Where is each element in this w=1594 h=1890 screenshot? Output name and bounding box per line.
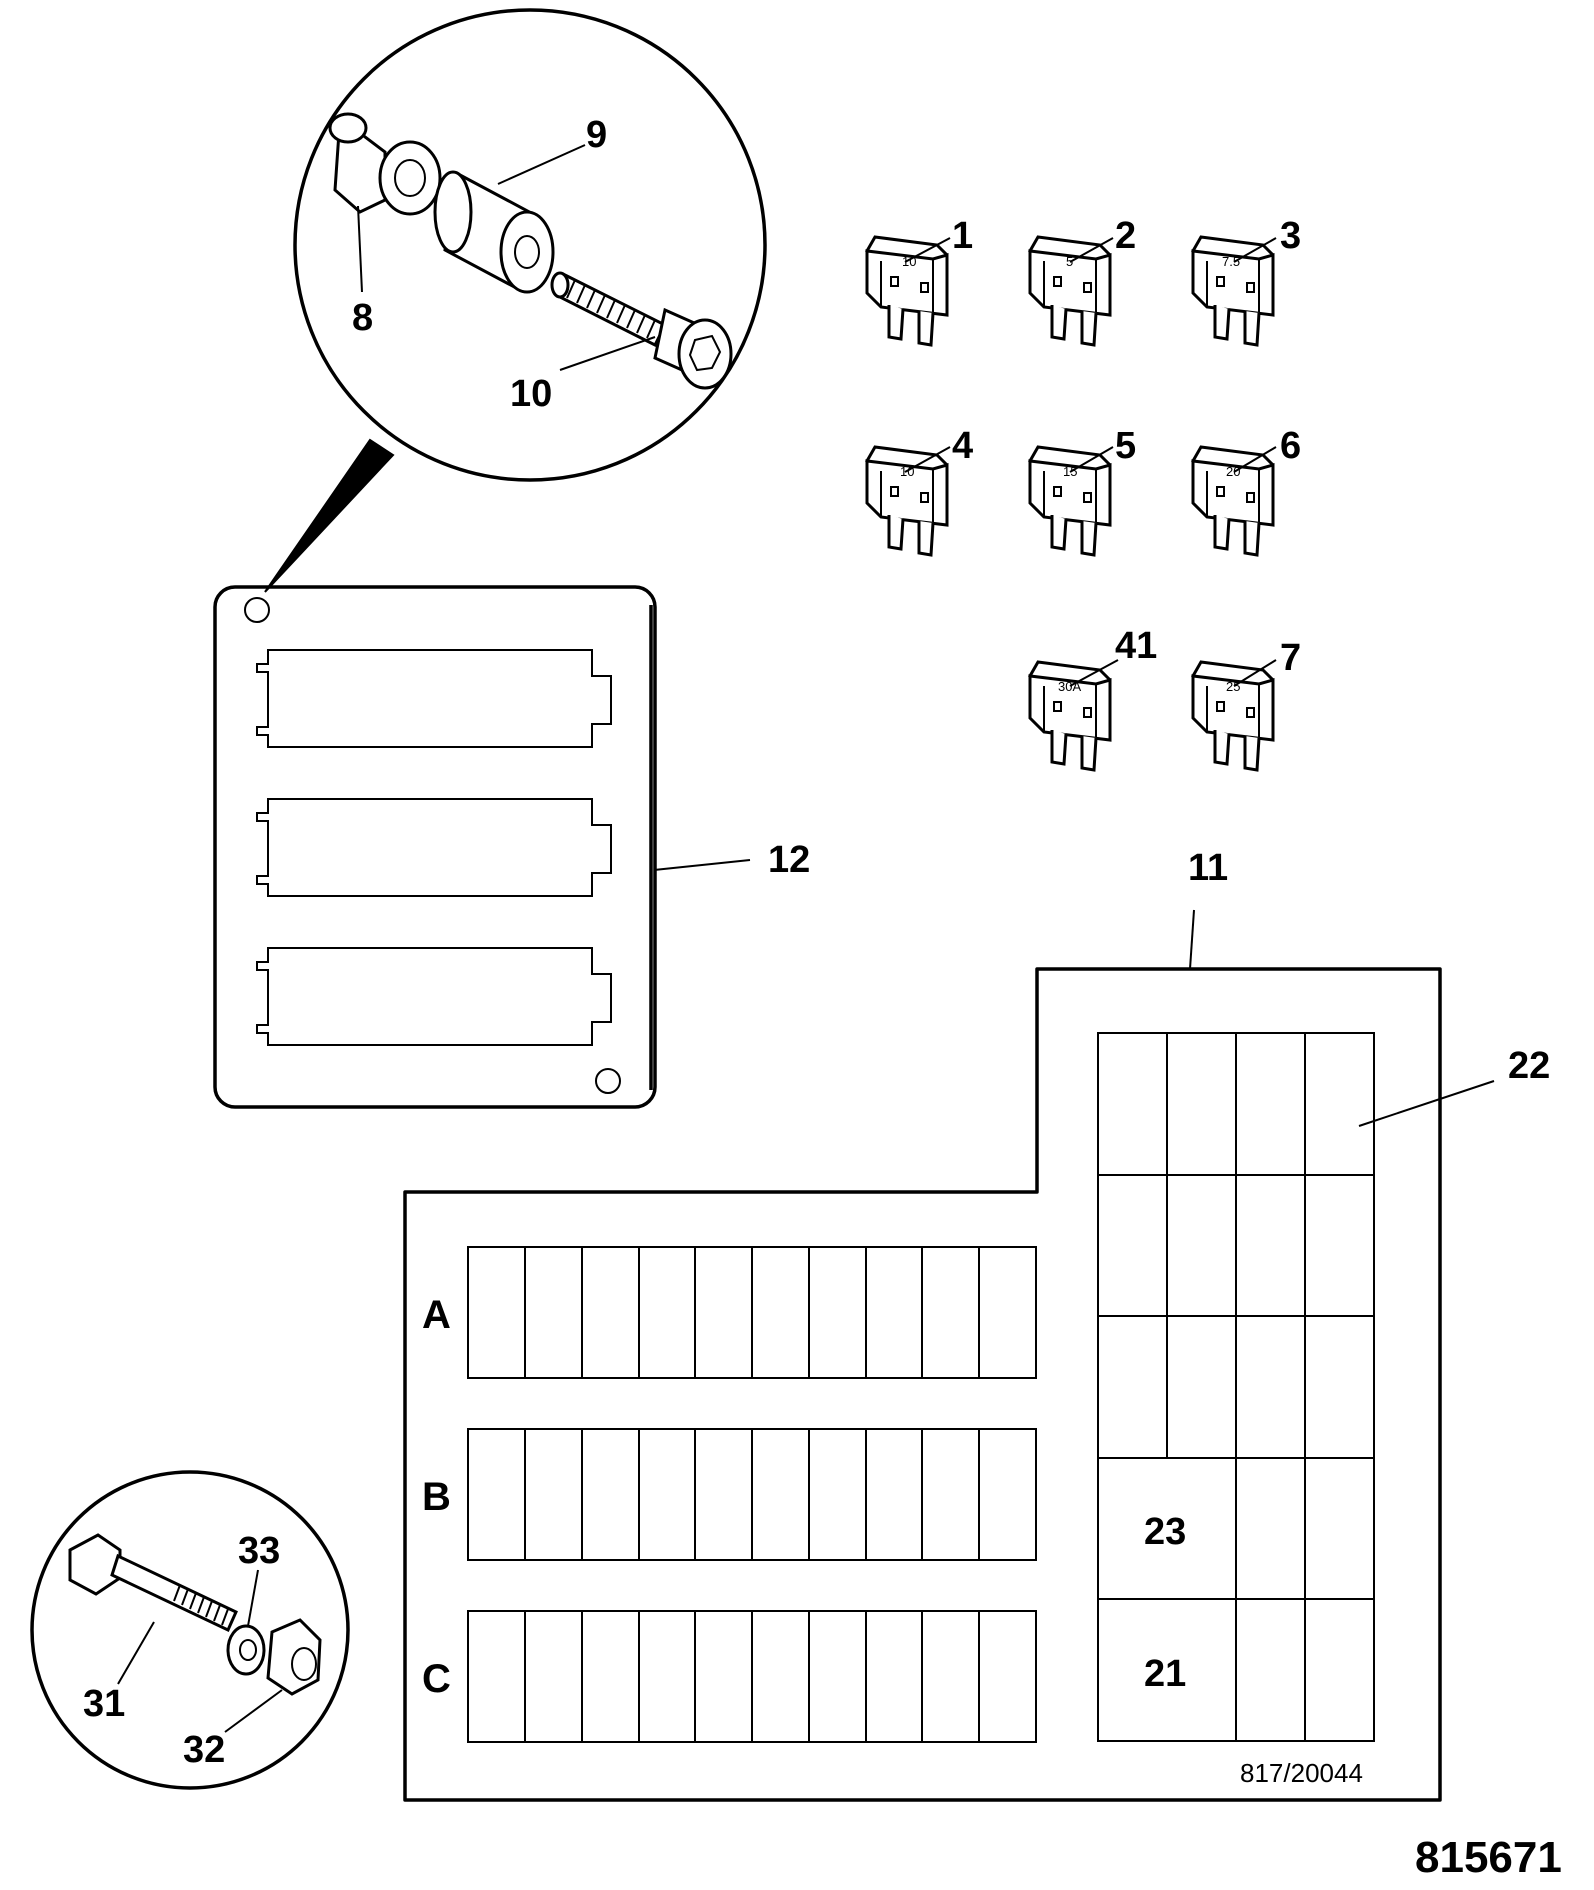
callout-1: 1: [952, 215, 973, 257]
fuse-2: 5 2: [1028, 215, 1136, 347]
fuse-holder-housing: 12: [213, 585, 810, 1109]
callout-11: 11: [1188, 847, 1228, 889]
callout-5: 5: [1115, 425, 1136, 467]
cap-screw-icon: [550, 271, 733, 390]
callout-41: 41: [1115, 625, 1157, 667]
callout-33: 33: [238, 1530, 280, 1572]
callout-23: 23: [1144, 1511, 1186, 1553]
fuse-row-a: A: [422, 1246, 1037, 1379]
fuse-4: 10 4: [865, 425, 973, 557]
fuse-3: 7.5 3: [1191, 215, 1301, 347]
callout-4: 4: [952, 425, 973, 467]
fuse-rating: 7.5: [1222, 254, 1240, 269]
row-label-b: B: [422, 1475, 451, 1519]
hex-bolt-icon: [68, 1533, 238, 1633]
mounting-hole-icon: [595, 1068, 621, 1094]
fuse-row-c: C: [422, 1610, 1037, 1743]
row-label-a: A: [422, 1293, 451, 1337]
fuse-6: 20 6: [1191, 425, 1301, 557]
callout-32: 32: [183, 1729, 225, 1771]
callout-2: 2: [1115, 215, 1136, 257]
fuse-rating: 25: [1226, 679, 1240, 694]
fuse-1: 10 1: [865, 215, 973, 347]
flanged-bush-icon: [328, 112, 442, 216]
callout-21: 21: [1144, 1653, 1186, 1695]
fuse-5: 15 5: [1028, 425, 1136, 557]
callout-7: 7: [1280, 637, 1301, 679]
fuse-7: 25 7: [1191, 637, 1301, 772]
row-label-c: C: [422, 1657, 451, 1701]
relay-grid: 22 23 21: [1097, 1032, 1550, 1742]
washer-icon: [226, 1624, 266, 1676]
callout-9: 9: [586, 114, 607, 156]
fuse-row-b: B: [422, 1428, 1037, 1561]
callout-6: 6: [1280, 425, 1301, 467]
blade-fuse-set: 10 1 5 2 7.5 3 10 4 15 5: [865, 215, 1301, 772]
bolt-detail-circle: 31 33 32: [30, 1470, 350, 1790]
callout-8: 8: [352, 297, 373, 339]
hex-nut-icon: [266, 1618, 322, 1696]
callout-12: 12: [768, 839, 810, 881]
fuse-board: 11 A B C 22 23 21 817/20044: [403, 847, 1550, 1802]
fuse-rating: 20: [1226, 464, 1240, 479]
spacer-detail-circle: 8 9 10: [264, 8, 767, 593]
drawing-reference: 817/20044: [1240, 1758, 1363, 1788]
callout-22: 22: [1508, 1045, 1550, 1087]
fuse-rating: 5: [1066, 254, 1073, 269]
callout-31: 31: [83, 1683, 125, 1725]
figure-number: 815671: [1415, 1833, 1562, 1882]
mounting-hole-icon: [244, 597, 270, 623]
callout-10: 10: [510, 373, 552, 415]
fuse-41: 30A 41: [1028, 625, 1157, 772]
spacer-icon: [433, 170, 555, 294]
callout-3: 3: [1280, 215, 1301, 257]
